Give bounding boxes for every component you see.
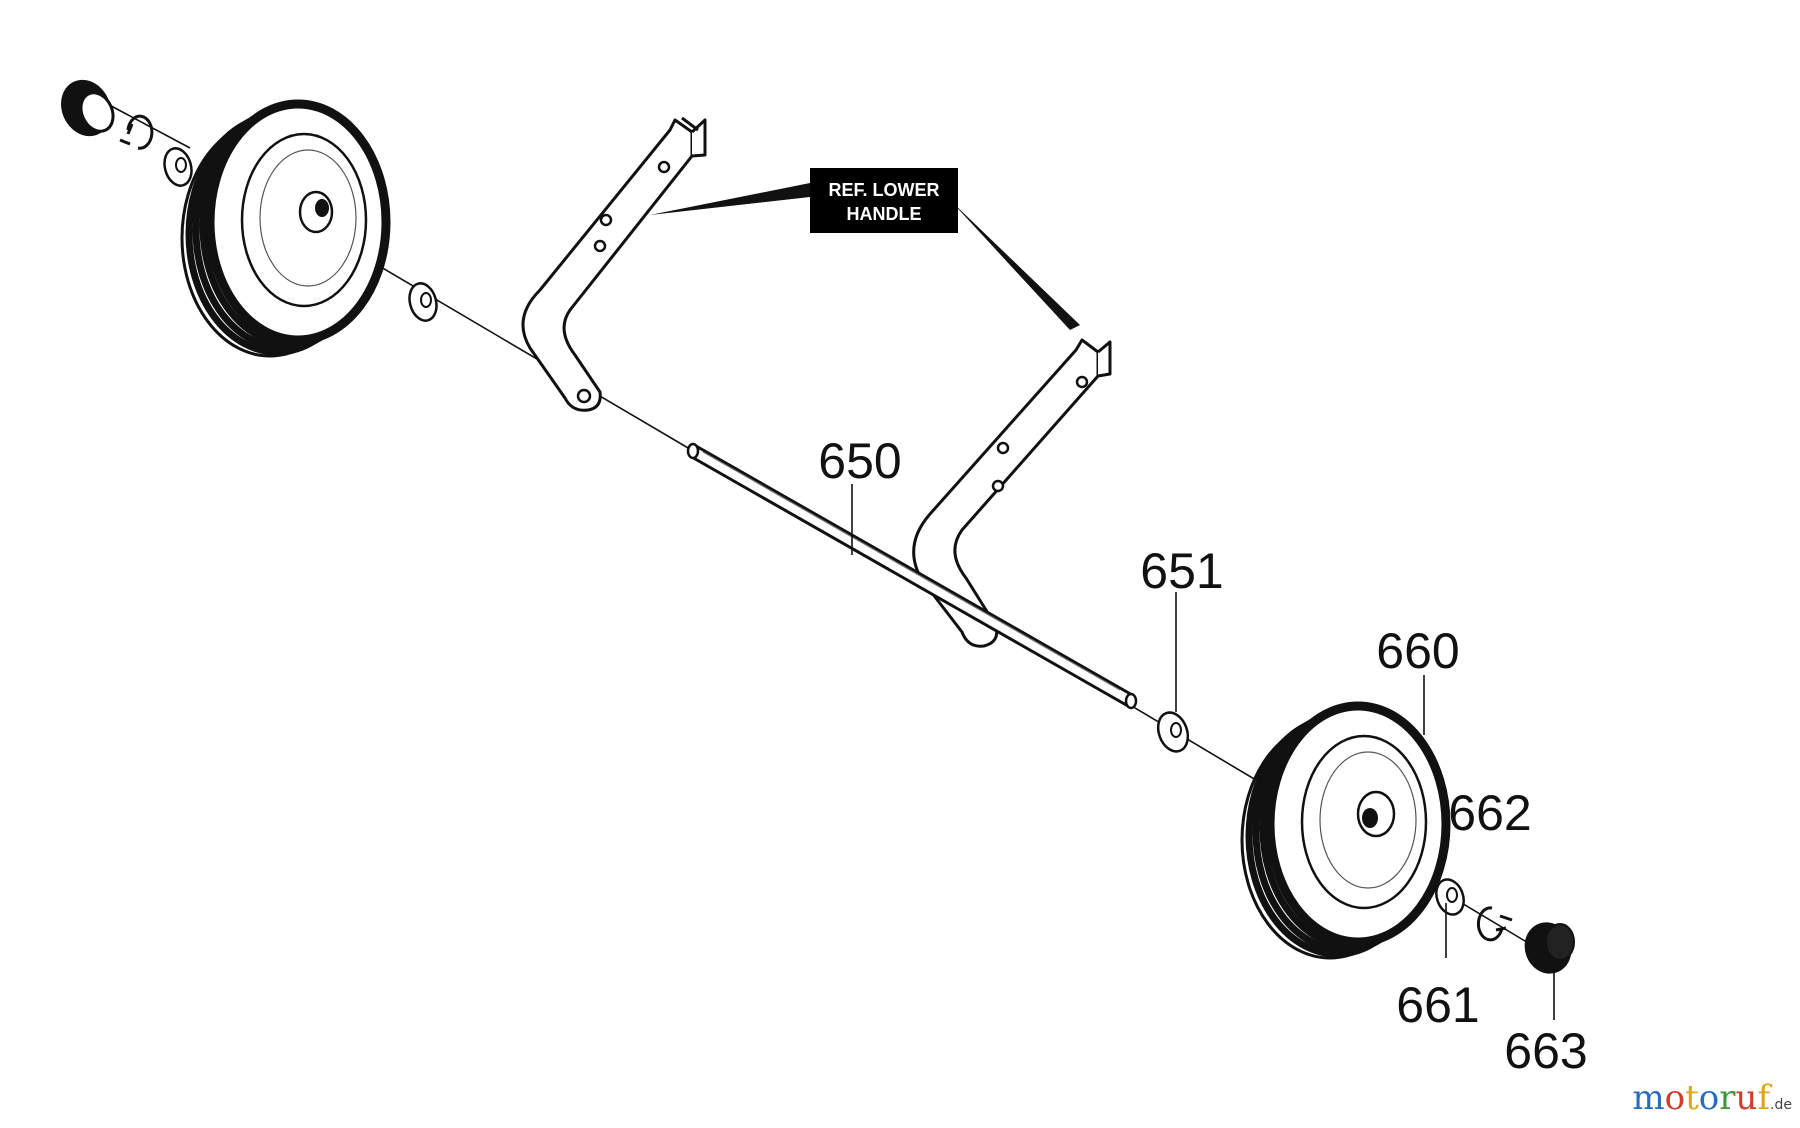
- logo-letter: t: [1685, 1078, 1699, 1118]
- right-wheel: [1242, 706, 1446, 958]
- reference-label: REF. LOWER HANDLE: [650, 168, 1080, 330]
- logo-letter: o: [1664, 1078, 1686, 1118]
- left-outer-washer: [163, 147, 193, 187]
- left-handle-bracket: [521, 116, 707, 412]
- left-hub-cap: [61, 79, 115, 137]
- part-label-660: 660: [1376, 623, 1459, 679]
- part-label-662: 662: [1448, 785, 1531, 841]
- part-label-650: 650: [818, 433, 901, 489]
- part-label-651: 651: [1140, 543, 1223, 599]
- callout-leaders: [851, 484, 1555, 1020]
- logo-suffix: .de: [1770, 1097, 1792, 1113]
- logo-letter: f: [1757, 1078, 1771, 1118]
- logo-letter: m: [1632, 1078, 1665, 1118]
- reference-label-line1: REF. LOWER: [829, 180, 940, 200]
- part-label-663: 663: [1504, 1023, 1587, 1079]
- right-outer-washer: [1435, 878, 1465, 916]
- logo-letter: r: [1719, 1078, 1736, 1118]
- right-hub-cap: [1524, 922, 1575, 974]
- logo-letter: u: [1735, 1078, 1758, 1118]
- reference-label-line2: HANDLE: [847, 204, 922, 224]
- part-label-661: 661: [1396, 977, 1479, 1033]
- left-wheel: [182, 104, 386, 356]
- left-hub-clip: [119, 114, 154, 150]
- watermark-logo: motoruf.de: [1632, 1078, 1792, 1118]
- right-inner-washer: [1156, 711, 1190, 753]
- left-inner-washer: [408, 282, 438, 322]
- right-handle-bracket: [912, 338, 1112, 648]
- right-hub-clip: [1476, 906, 1513, 942]
- logo-letter: o: [1698, 1078, 1720, 1118]
- axle: [686, 442, 1138, 710]
